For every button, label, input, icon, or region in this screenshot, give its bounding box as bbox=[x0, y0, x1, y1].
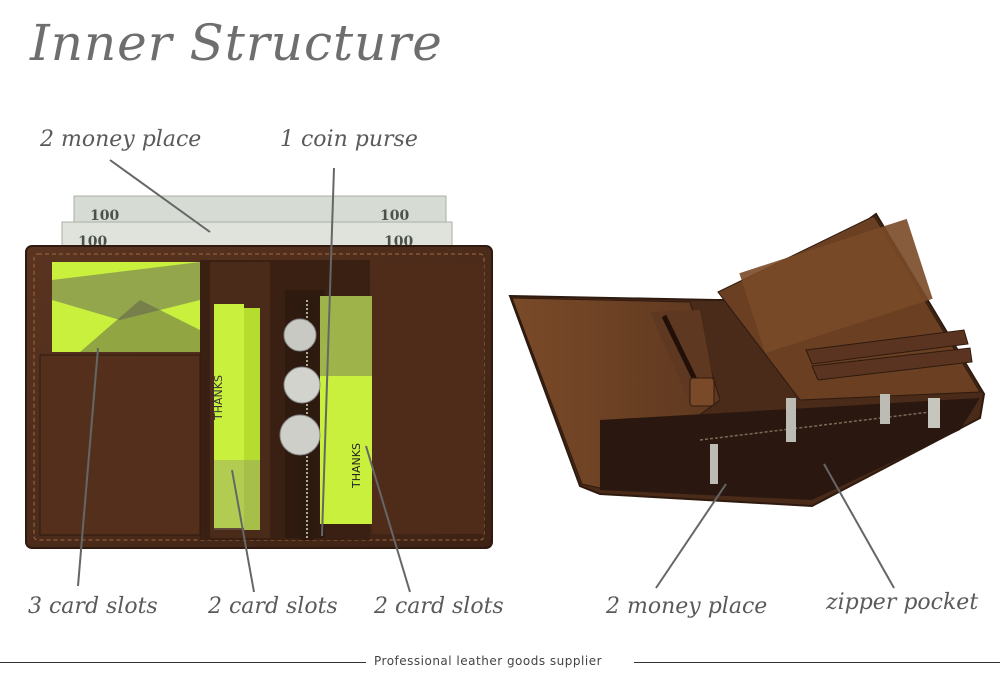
coin-purse bbox=[279, 300, 321, 540]
label-money-place-top: 2 money place bbox=[40, 127, 202, 152]
cards-left bbox=[52, 262, 200, 352]
leader-lines bbox=[77, 159, 895, 593]
card-thanks-text-2: THANKS bbox=[350, 443, 363, 489]
open-wallet-right bbox=[508, 212, 986, 508]
label-2-card-slots-left: 2 card slots bbox=[208, 594, 338, 619]
footer-tagline: Professional leather goods supplier bbox=[374, 654, 603, 668]
footer-divider-left bbox=[0, 662, 366, 663]
label-3-card-slots: 3 card slots bbox=[28, 594, 158, 619]
card-thanks-text-1: THANKS bbox=[212, 375, 225, 421]
label-money-place-right: 2 money place bbox=[606, 594, 768, 619]
label-coin-purse: 1 coin purse bbox=[280, 127, 418, 152]
svg-text:100: 100 bbox=[90, 208, 119, 224]
cards-center: THANKS bbox=[212, 304, 260, 530]
label-zipper-pocket: zipper pocket bbox=[826, 590, 979, 615]
label-2-card-slots-right: 2 card slots bbox=[374, 594, 504, 619]
svg-text:100: 100 bbox=[380, 208, 409, 224]
footer-divider-right bbox=[634, 662, 1000, 663]
page-title: Inner Structure bbox=[30, 14, 443, 72]
